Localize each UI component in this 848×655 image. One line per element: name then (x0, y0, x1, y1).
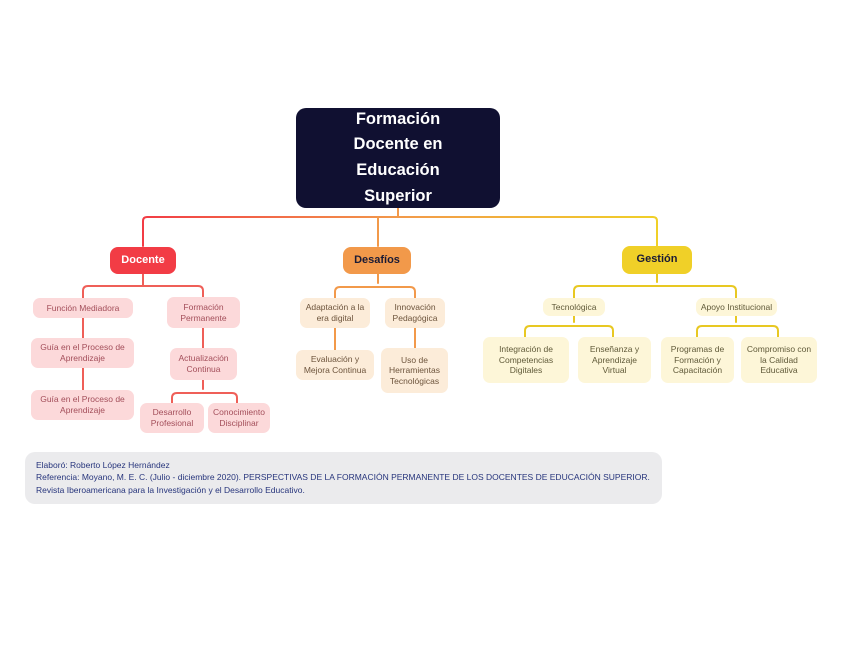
node-integracion-competencias-digitales[interactable]: Integración de Competencias Digitales (483, 337, 569, 383)
credits-reference-line: Referencia: Moyano, M. E. C. (Julio - di… (36, 472, 650, 495)
node-desarrollo-profesional[interactable]: Desarrollo Profesional (140, 403, 204, 433)
node-evaluacion-mejora-continua[interactable]: Evaluación y Mejora Continua (296, 350, 374, 380)
node-guia-proceso-aprendizaje-1[interactable]: Guía en el Proceso de Aprendizaje (31, 338, 134, 368)
node-tecnologica[interactable]: Tecnológica (543, 298, 605, 316)
node-actualizacion-continua[interactable]: Actualización Continua (170, 348, 237, 380)
connector-apoyo-bracket (696, 325, 779, 338)
node-conocimiento-disciplinar[interactable]: Conocimiento Disciplinar (208, 403, 270, 433)
node-compromiso-calidad-educativa[interactable]: Compromiso con la Calidad Educativa (741, 337, 817, 383)
node-innovacion-pedagogica[interactable]: Innovación Pedagógica (385, 298, 445, 328)
node-apoyo-institucional[interactable]: Apoyo Institucional (696, 298, 777, 316)
root-node[interactable]: Formación Docente en Educación Superior (296, 108, 500, 208)
node-ensenanza-aprendizaje-virtual[interactable]: Enseñanza y Aprendizaje Virtual (578, 337, 651, 383)
credits-box: Elaboró: Roberto López Hernández Referen… (25, 452, 662, 504)
credits-author-line: Elaboró: Roberto López Hernández (36, 460, 170, 470)
branch-node-desafios[interactable]: Desafíos (343, 247, 411, 274)
node-formacion-permanente[interactable]: Formación Permanente (167, 297, 240, 328)
node-programas-formacion-capacitacion[interactable]: Programas de Formación y Capacitación (661, 337, 734, 383)
connector-actualizacion-bracket (171, 392, 238, 404)
connector-docente-bracket (82, 285, 204, 299)
node-guia-proceso-aprendizaje-2[interactable]: Guía en el Proceso de Aprendizaje (31, 390, 134, 420)
connector-root-docente (142, 216, 399, 247)
connector-tecnologica-bracket (524, 325, 614, 338)
node-uso-herramientas-tecnologicas[interactable]: Uso de Herramientas Tecnológicas (381, 348, 448, 393)
connector-gestion-bracket (573, 285, 737, 299)
connector-desafios-bracket (334, 286, 416, 299)
branch-node-docente[interactable]: Docente (110, 247, 176, 274)
node-adaptacion-era-digital[interactable]: Adaptación a la era digital (300, 298, 370, 328)
root-node-label: Formación Docente en Educación Superior (353, 109, 443, 205)
node-funcion-mediadora[interactable]: Función Mediadora (33, 298, 133, 318)
connector-root-gestion (397, 216, 658, 247)
branch-node-gestion[interactable]: Gestión (622, 246, 692, 274)
